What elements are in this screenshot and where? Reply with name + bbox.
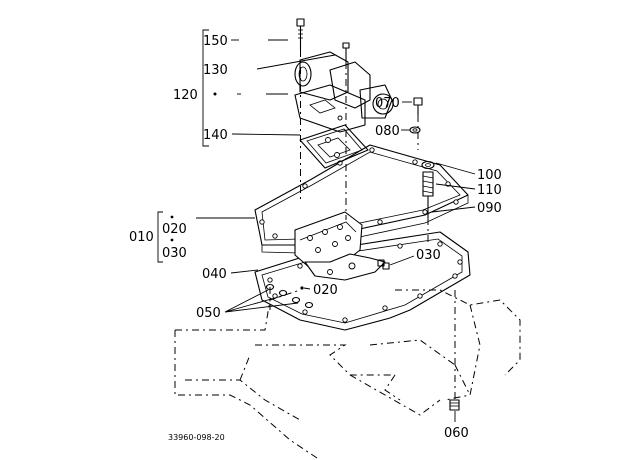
label-070: 070 [375,96,400,111]
bolt-150 [296,18,305,50]
valve-assembly [294,51,394,133]
label-020-group: 020 [162,222,187,237]
washer-100 [421,160,435,170]
plug-070 [413,97,423,115]
label-030: 030 [416,248,441,263]
bolt-130 [342,42,350,62]
gasket-plate [299,124,369,169]
valve-body [294,211,386,281]
label-040: 040 [202,267,227,282]
label-010: 010 [129,230,154,245]
label-130: 130 [203,63,228,78]
part-labels: 150 130 120 140 070 080 100 110 090 010 … [129,34,502,442]
figure-code: 33960-098-20 [168,433,225,442]
label-120: 120 [173,88,198,103]
label-080: 080 [375,124,400,139]
pin-020 [300,286,304,290]
label-020: 020 [313,283,338,298]
label-060: 060 [444,426,469,441]
label-140: 140 [203,128,228,143]
label-030-group: 030 [162,246,187,261]
label-100: 100 [477,168,502,183]
label-110: 110 [477,183,502,198]
pin-030 [382,262,390,270]
leader-lines [157,29,476,422]
plug-060 [449,399,460,411]
label-090: 090 [477,201,502,216]
label-150: 150 [203,34,228,49]
label-050: 050 [196,306,221,321]
spring-110 [422,171,434,197]
alignment-lines [269,50,456,400]
cover-plate [254,231,471,331]
